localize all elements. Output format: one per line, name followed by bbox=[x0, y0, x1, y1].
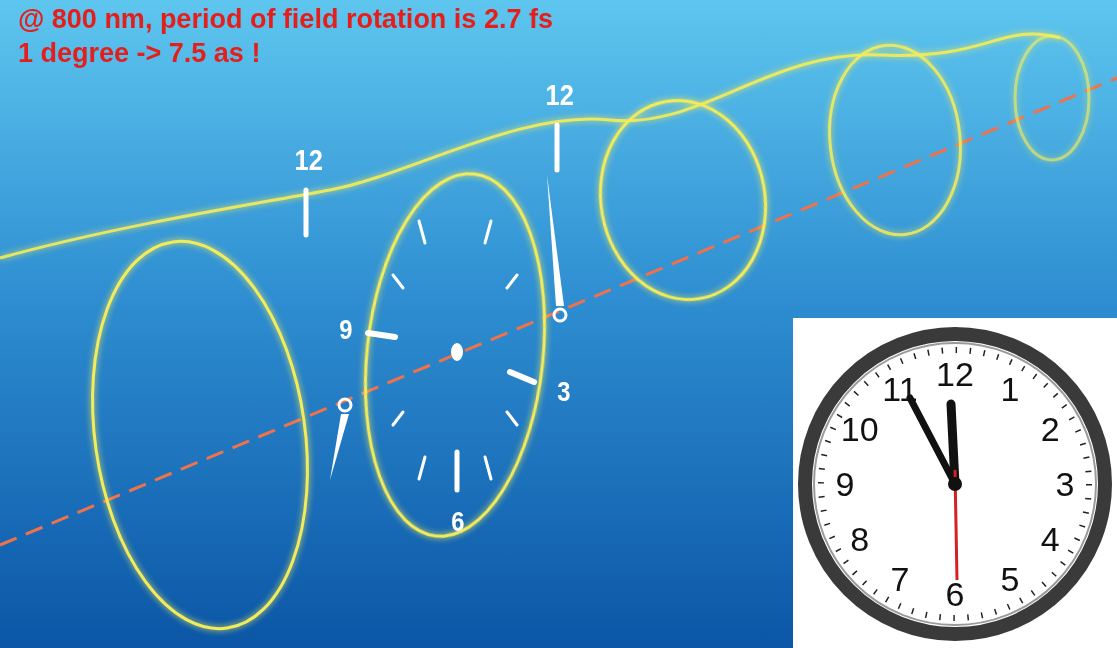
clock-number: 9 bbox=[340, 316, 353, 344]
clock-ticks bbox=[306, 125, 557, 490]
clock-dial-number: 7 bbox=[891, 562, 910, 596]
caption-text: 1 degree -> 7.5 as ! bbox=[18, 40, 260, 67]
clock-dial-number: 3 bbox=[1056, 467, 1075, 501]
clock-dial-number: 10 bbox=[841, 412, 879, 446]
wall-clock-photo bbox=[793, 318, 1117, 648]
clock-dial-number: 8 bbox=[850, 522, 869, 556]
clock-number: 6 bbox=[452, 508, 465, 536]
clock-dial-number: 9 bbox=[836, 467, 855, 501]
clock-dial-number: 12 bbox=[936, 357, 974, 391]
clock-number: 12 bbox=[545, 80, 573, 110]
caption-text: @ 800 nm, period of field rotation is 2.… bbox=[18, 6, 553, 33]
propagation-axis bbox=[0, 78, 1117, 545]
clock-dial-number: 6 bbox=[946, 577, 965, 611]
clock-number: 12 bbox=[294, 145, 322, 175]
clock-dial-number: 1 bbox=[1001, 372, 1020, 406]
clock-dial-number: 2 bbox=[1041, 412, 1060, 446]
clock-dial-number: 5 bbox=[1001, 562, 1020, 596]
clock-dial-number: 4 bbox=[1041, 522, 1060, 556]
clock-dial-number: 11 bbox=[882, 372, 917, 406]
clock-hands bbox=[330, 175, 566, 480]
clock-number: 3 bbox=[558, 378, 571, 406]
